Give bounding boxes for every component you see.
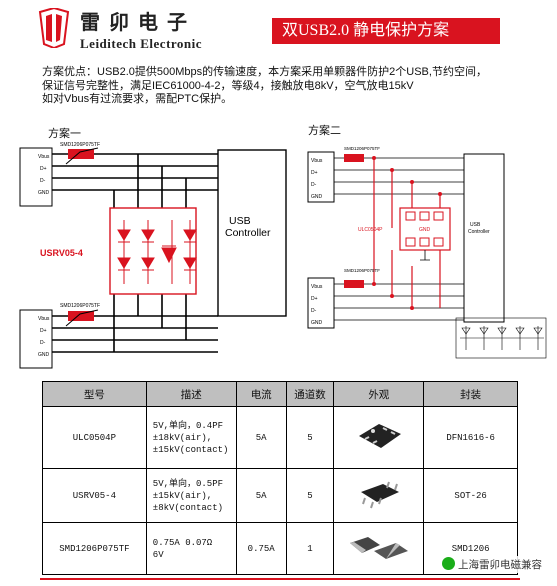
description-line-2: 保证信号完整性，满足IEC61000-4-2，等级4，接触放电8kV，空气放电1… [42, 79, 414, 92]
s2-bot-pin-dm: D- [311, 308, 317, 314]
s1-top-pin-dm: D- [40, 178, 46, 184]
desc-line: ±15kV(contact) [152, 444, 229, 455]
cell-package: SOT-26 [423, 468, 518, 523]
desc-line: 5V,单向，0.5PF [152, 478, 224, 489]
desc-line: 5V,单向，0.4PF [152, 420, 224, 431]
s1-controller-line1: USB [229, 215, 251, 227]
desc-line: 6V [152, 549, 164, 560]
s1-top-pin-vbus: Vbus [38, 154, 50, 160]
table-row: USRV05-4 5V,单向，0.5PF ±15kV(air), ±8kV(co… [42, 468, 518, 523]
s1-bot-pin-dm: D- [40, 340, 46, 346]
table-row: ULC0504P 5V,单向，0.4PF ±18kV(air), ±15kV(c… [42, 406, 518, 469]
col-header-appearance: 外观 [333, 381, 425, 407]
s2-top-pin-dp: D+ [311, 170, 318, 176]
leiditech-logo [38, 8, 70, 48]
watermark-text: 上海雷卯电磁兼容 [458, 559, 542, 571]
scheme-description: 方案优点：USB2.0提供500Mbps的传输速度，本方案采用单颗器件防护2个U… [42, 66, 512, 107]
col-header-package: 封装 [423, 381, 518, 407]
table-row: SMD1206P075TF 0.75A 0.07Ω 6V 0.75A 1 SMD… [42, 522, 518, 575]
s2-inner-schematic [455, 317, 547, 359]
cell-channels: 5 [285, 468, 335, 523]
cell-model: SMD1206P075TF [42, 522, 147, 575]
s2-bot-pin-gnd: GND [311, 320, 323, 326]
cell-appearance [333, 406, 425, 469]
cell-channels: 1 [285, 522, 335, 575]
desc-line: 0.75A 0.07Ω [152, 537, 213, 548]
s2-ptc-top-label: SMD1206P075TF [344, 146, 380, 151]
s1-ptc-top-label: SMD1206P075TF [60, 142, 100, 148]
cell-package: DFN1616-6 [423, 406, 518, 469]
s1-part-label: USRV05-4 [40, 248, 83, 258]
cell-model: USRV05-4 [42, 468, 147, 523]
table-header-row: 型号 描述 电流 通道数 外观 封装 [42, 381, 518, 407]
s2-controller-line1: USB [470, 222, 481, 228]
cell-channels: 5 [285, 406, 335, 469]
s1-top-pin-gnd: GND [38, 190, 50, 196]
cell-current: 5A [235, 468, 287, 523]
dfn-package-image [358, 424, 401, 448]
brand-name-en: Leiditech Electronic [80, 36, 203, 51]
s2-bot-pin-dp: D+ [311, 296, 318, 302]
col-header-description: 描述 [145, 381, 237, 407]
desc-line: ±8kV(contact) [152, 502, 224, 513]
wechat-watermark: 上海雷卯电磁兼容 [439, 556, 545, 573]
cell-model: ULC0504P [42, 406, 147, 469]
s1-top-pin-dp: D+ [40, 166, 47, 172]
cell-current: 5A [235, 406, 287, 469]
scheme1-diagram: Vbus D+ D- GND Vbus D+ D- GND USB Contro… [19, 142, 287, 369]
s2-gnd-label: GND [419, 227, 431, 233]
s1-bot-pin-gnd: GND [38, 352, 50, 358]
s1-bot-pin-dp: D+ [40, 328, 47, 334]
cell-description: 5V,单向，0.4PF ±18kV(air), ±15kV(contact) [145, 406, 237, 469]
cell-appearance [333, 522, 425, 575]
desc-line: ±18kV(air), [152, 432, 213, 443]
s2-top-pin-dm: D- [311, 182, 317, 188]
wechat-icon [442, 557, 455, 570]
col-header-current: 电流 [235, 381, 287, 407]
desc-line: ±15kV(air), [152, 490, 213, 501]
cell-description: 5V,单向，0.5PF ±15kV(air), ±8kV(contact) [145, 468, 237, 523]
s2-part-label: ULC0504P [358, 227, 383, 233]
footer-divider [40, 578, 520, 580]
scheme2-diagram: Vbus D+ D- GND Vbus D+ D- GND USB Contro… [307, 146, 547, 359]
page-title: 双USB2.0 静电保护方案 [272, 18, 500, 44]
s1-bot-pin-vbus: Vbus [38, 316, 50, 322]
s2-top-pin-gnd: GND [311, 194, 323, 200]
smd1206-package-image [349, 537, 408, 559]
cell-current: 0.75A [235, 522, 287, 575]
s2-controller-line2: Controller [468, 229, 490, 235]
cell-appearance [333, 468, 425, 523]
s1-controller-line2: Controller [225, 227, 271, 239]
s1-ptc-bottom-label: SMD1206P075TF [60, 303, 100, 309]
s2-top-pin-vbus: Vbus [311, 158, 323, 164]
description-line-3: 如对Vbus有过流要求，需配PTC保护。 [42, 93, 233, 105]
col-header-channels: 通道数 [285, 381, 335, 407]
sot26-package-image [360, 481, 399, 509]
scheme2-label: 方案二 [308, 125, 341, 137]
cell-description: 0.75A 0.07Ω 6V [145, 522, 237, 575]
s2-bot-pin-vbus: Vbus [311, 284, 323, 290]
scheme1-label: 方案一 [48, 128, 81, 140]
description-line-1: 方案优点：USB2.0提供500Mbps的传输速度，本方案采用单颗器件防护2个U… [42, 66, 487, 78]
col-header-model: 型号 [42, 381, 147, 407]
s2-ptc-bottom-label: SMD1206P075TF [344, 268, 380, 273]
product-table: 型号 描述 电流 通道数 外观 封装 ULC0504P 5V,单向，0.4PF … [42, 381, 518, 575]
brand-name-cn: 雷卯电子 [80, 10, 196, 34]
